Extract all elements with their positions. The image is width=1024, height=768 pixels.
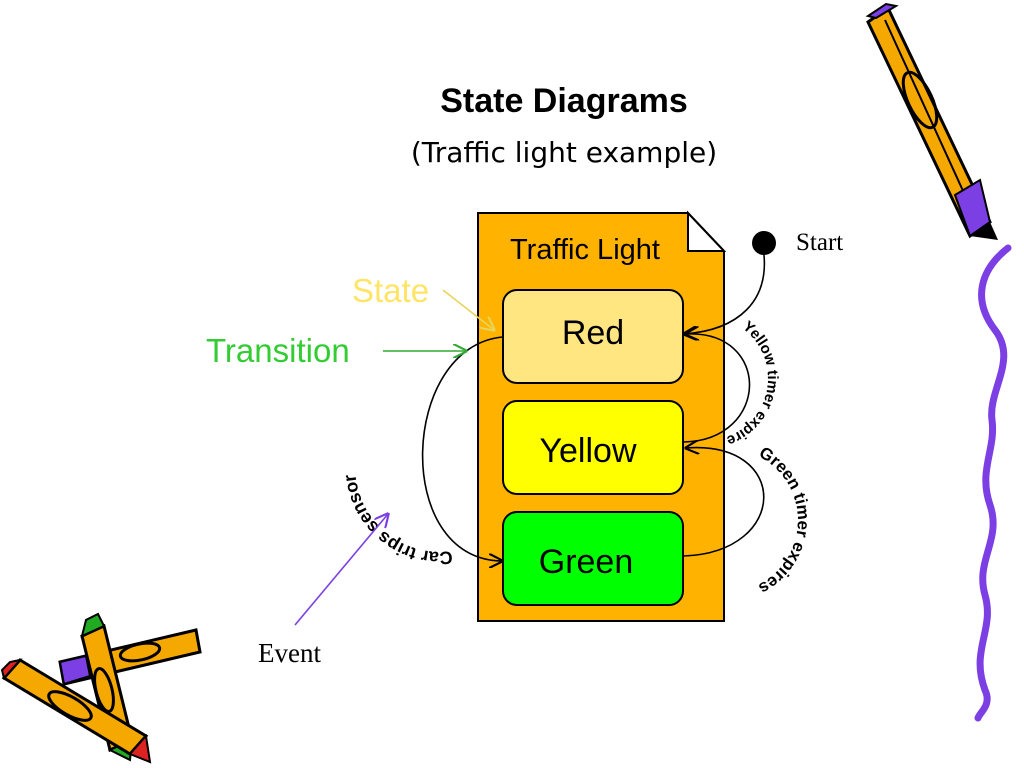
start-node bbox=[752, 231, 776, 255]
transition-yellow-to-red bbox=[683, 334, 751, 443]
callout-transition: Transition bbox=[206, 332, 350, 369]
state-yellow-label: Yellow bbox=[539, 432, 636, 470]
slide-subtitle: (Traffic light example) bbox=[410, 136, 718, 169]
container-label: Traffic Light bbox=[510, 234, 660, 266]
callout-state-arrow bbox=[442, 289, 494, 330]
pencil-icon-bottom-left-3 bbox=[0, 658, 152, 764]
callout-state: State bbox=[352, 272, 429, 309]
state-red-label: Red bbox=[562, 314, 624, 352]
label-green-timer: Green timer expires bbox=[756, 443, 814, 598]
pencil-icon-top-right bbox=[865, 2, 998, 240]
slide-title: State Diagrams bbox=[440, 82, 688, 120]
decorative-squiggle bbox=[974, 244, 1012, 722]
start-transition-arrow bbox=[684, 254, 766, 334]
label-car-sensor: Car trips sensor bbox=[339, 473, 453, 568]
start-label: Start bbox=[796, 229, 843, 256]
state-yellow bbox=[502, 400, 684, 495]
callout-event-arrow bbox=[294, 514, 388, 626]
transition-green-to-yellow bbox=[683, 448, 765, 557]
state-green-label: Green bbox=[539, 543, 634, 581]
callout-event: Event bbox=[258, 638, 321, 668]
